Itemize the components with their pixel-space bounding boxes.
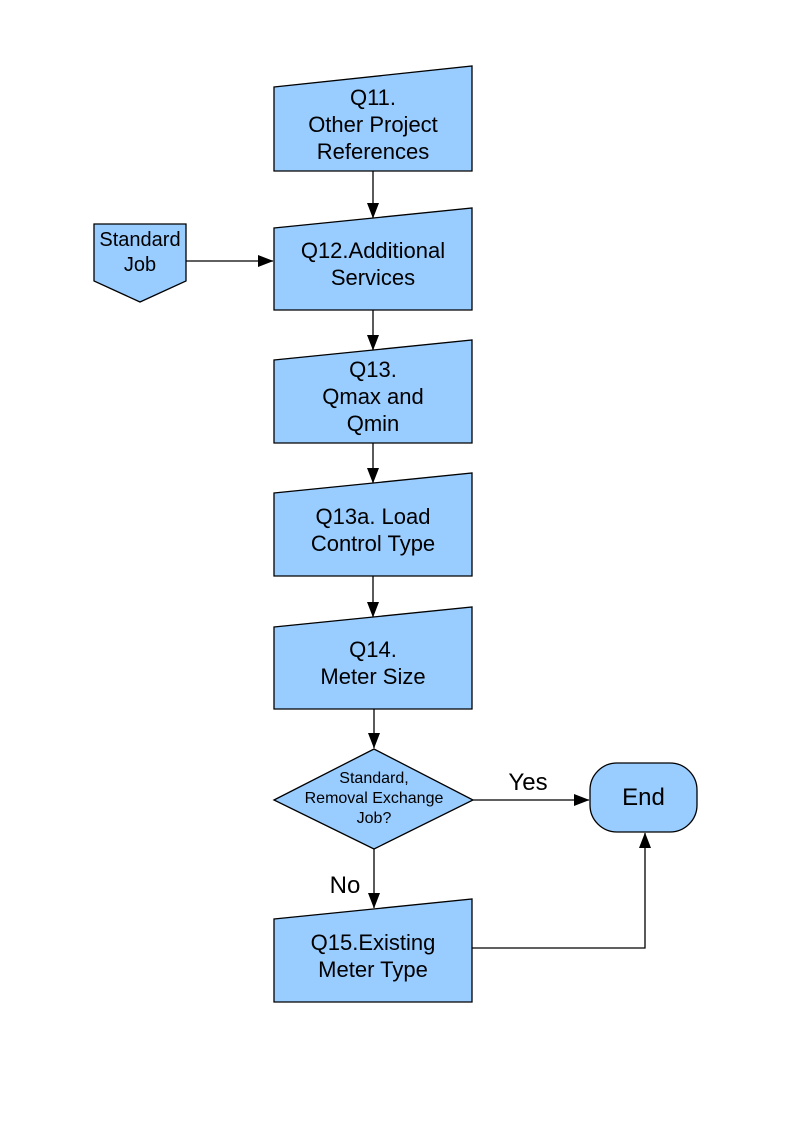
standard-job-node-shape: [93, 223, 187, 303]
no-edge-label: No: [329, 872, 361, 899]
q12-node-label: Q12.Additional Services: [300, 238, 446, 290]
yes-edge-label: Yes: [508, 769, 548, 796]
q13-node-shape: [273, 339, 473, 444]
q13a-node-shape: [273, 472, 473, 577]
decision-node-shape: [272, 748, 475, 850]
q11-node-label: Q11. Other Project References: [308, 84, 438, 164]
q15-node-shape: [273, 898, 473, 1003]
q13a-node-label: Q13a. Load Control Type: [310, 503, 436, 556]
q14-node-shape: [273, 606, 473, 710]
end-node-label: End: [622, 783, 665, 811]
q13-node-label: Q13. Qmax and Qmin: [322, 357, 424, 436]
decision-node-label: Standard, Removal Exchange Job?: [304, 770, 444, 827]
q14-node-label: Q14. Meter Size: [320, 637, 426, 689]
q11-node-shape: [273, 65, 473, 172]
q15-node-label: Q15.Existing Meter Type: [310, 929, 436, 982]
q12-node-shape: [273, 207, 473, 311]
standard-job-node-label: Standard Job: [99, 229, 181, 276]
end-node-shape: [589, 762, 698, 833]
arrow-q15-to-end: [472, 832, 651, 949]
